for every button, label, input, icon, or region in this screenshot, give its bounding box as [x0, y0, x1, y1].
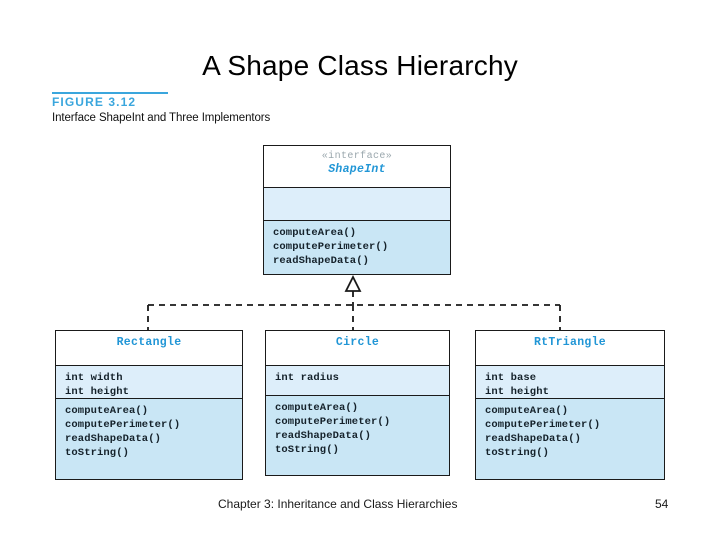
- uml-operation: toString(): [65, 447, 130, 459]
- uml-operation: readShapeData(): [65, 433, 162, 445]
- uml-stereotype-interface: «interface»: [321, 151, 393, 162]
- uml-operation: computeArea(): [485, 405, 569, 417]
- figure-number: FIGURE 3.12: [52, 95, 137, 109]
- uml-operations-circle: computeArea() computePerimeter() readSha…: [266, 396, 449, 475]
- uml-operation: readShapeData(): [273, 255, 370, 267]
- footer-page-number: 54: [655, 497, 669, 511]
- uml-attributes-shapeint: [264, 188, 450, 221]
- uml-operation: computeArea(): [275, 402, 359, 414]
- uml-operation: toString(): [275, 444, 340, 456]
- uml-class-name-rttriangle: RtTriangle: [533, 336, 606, 349]
- realization-arrowhead: [344, 274, 362, 292]
- uml-class-name-circle: Circle: [335, 336, 380, 349]
- uml-attribute: int radius: [275, 372, 340, 384]
- uml-operation: readShapeData(): [485, 433, 582, 445]
- uml-operation: computePerimeter(): [485, 419, 601, 431]
- uml-operation: computePerimeter(): [273, 241, 389, 253]
- uml-header-rectangle: Rectangle: [56, 331, 242, 366]
- uml-attributes-rectangle: int width int height: [56, 366, 242, 399]
- page-title: A Shape Class Hierarchy: [202, 50, 518, 81]
- uml-attribute: int height: [65, 386, 130, 398]
- uml-class-box-rectangle[interactable]: Rectangle int width int height computeAr…: [55, 330, 243, 480]
- uml-class-name-rectangle: Rectangle: [116, 336, 182, 349]
- uml-operation: computePerimeter(): [275, 416, 391, 428]
- footer-chapter-label: Chapter 3: Inheritance and Class Hierarc…: [218, 497, 458, 511]
- uml-operation: computeArea(): [273, 227, 357, 239]
- uml-header-shapeint: «interface» ShapeInt: [264, 146, 450, 188]
- uml-attributes-circle: int radius: [266, 366, 449, 396]
- uml-operation: toString(): [485, 447, 550, 459]
- uml-header-circle: Circle: [266, 331, 449, 366]
- figure-rule-divider: [52, 92, 168, 94]
- uml-header-rttriangle: RtTriangle: [476, 331, 664, 366]
- uml-class-box-rttriangle[interactable]: RtTriangle int base int height computeAr…: [475, 330, 665, 480]
- uml-class-box-shapeint[interactable]: «interface» ShapeInt computeArea() compu…: [263, 145, 451, 275]
- uml-class-box-circle[interactable]: Circle int radius computeArea() computeP…: [265, 330, 450, 476]
- uml-attribute: int width: [65, 372, 123, 384]
- uml-operation: computePerimeter(): [65, 419, 181, 431]
- uml-attribute: int height: [485, 386, 550, 398]
- figure-subtitle: Interface ShapeInt and Three Implementor…: [52, 112, 271, 124]
- uml-attribute: int base: [485, 372, 537, 384]
- figure-caption: FIGURE 3.12 Interface ShapeInt and Three…: [52, 92, 382, 126]
- uml-class-name-shapeint: ShapeInt: [328, 163, 386, 176]
- uml-attributes-rttriangle: int base int height: [476, 366, 664, 399]
- uml-operations-rttriangle: computeArea() computePerimeter() readSha…: [476, 399, 664, 479]
- uml-operations-shapeint: computeArea() computePerimeter() readSha…: [264, 221, 450, 274]
- uml-operation: readShapeData(): [275, 430, 372, 442]
- uml-operations-rectangle: computeArea() computePerimeter() readSha…: [56, 399, 242, 479]
- uml-operation: computeArea(): [65, 405, 149, 417]
